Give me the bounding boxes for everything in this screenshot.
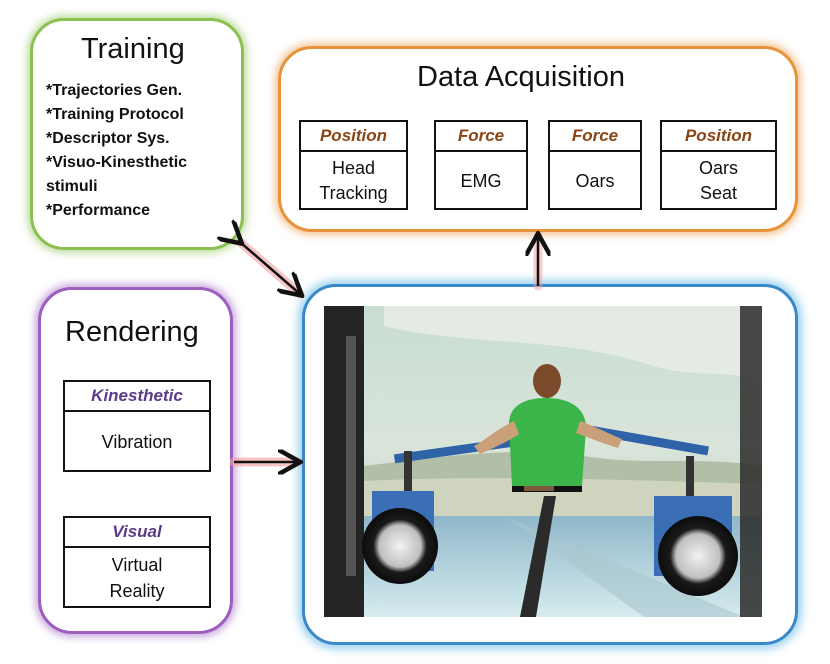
sensor-type-label: Force <box>550 122 640 152</box>
data-acquisition-panel: Data Acquisition Position Head Tracking … <box>278 46 798 232</box>
rendering-label: Vibration <box>65 412 209 472</box>
rendering-type-label: Visual <box>65 518 209 548</box>
rendering-panel: Rendering Kinesthetic Vibration Visual V… <box>38 287 233 634</box>
sensor-type-label: Force <box>436 122 526 152</box>
sensor-type-label: Position <box>662 122 775 152</box>
sensor-box-oars: Force Oars <box>548 120 642 210</box>
sensor-box-emg: Force EMG <box>434 120 528 210</box>
sensor-label: Oars <box>550 152 640 210</box>
rendering-box-visual: Visual Virtual Reality <box>63 516 211 608</box>
sensor-box-oars-seat: Position Oars Seat <box>660 120 777 210</box>
rendering-box-kinesthetic: Kinesthetic Vibration <box>63 380 211 472</box>
rendering-label: Virtual Reality <box>65 548 209 608</box>
training-title: Training <box>81 33 185 66</box>
arrow-training-scene <box>240 242 300 294</box>
training-item: *Visuo-Kinesthetic stimuli <box>46 151 187 199</box>
data-acquisition-title: Data Acquisition <box>417 61 625 94</box>
rendering-type-label: Kinesthetic <box>65 382 209 412</box>
training-item: *Training Protocol <box>46 103 187 127</box>
simulator-panel <box>302 284 798 645</box>
training-item: *Descriptor Sys. <box>46 127 187 151</box>
training-panel: Training *Trajectories Gen. *Training Pr… <box>30 18 244 250</box>
rowing-simulator-photo <box>324 306 762 617</box>
rendering-title: Rendering <box>65 316 199 349</box>
sensor-label: EMG <box>436 152 526 210</box>
training-list: *Trajectories Gen. *Training Protocol *D… <box>46 79 187 223</box>
sensor-label: Oars Seat <box>662 152 775 210</box>
training-item: *Trajectories Gen. <box>46 79 187 103</box>
sensor-box-head-tracking: Position Head Tracking <box>299 120 408 210</box>
sensor-type-label: Position <box>301 122 406 152</box>
training-item: *Performance <box>46 199 187 223</box>
sensor-label: Head Tracking <box>301 152 406 210</box>
